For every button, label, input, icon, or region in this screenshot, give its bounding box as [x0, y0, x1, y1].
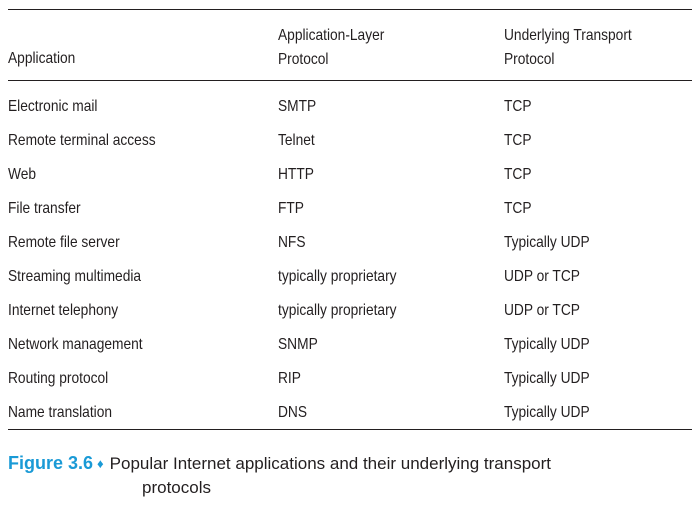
table-bottom-rule: [8, 429, 692, 430]
cell-application: Streaming multimedia: [8, 268, 142, 285]
cell-application: Routing protocol: [8, 370, 109, 387]
cell-protocol: DNS: [278, 404, 308, 421]
caption-text-line2: protocols: [142, 478, 211, 497]
cell-application: Internet telephony: [8, 302, 119, 319]
cell-application: Web: [8, 166, 37, 183]
cell-application: Network management: [8, 336, 143, 353]
cell-protocol: typically proprietary: [278, 268, 397, 285]
cell-protocol: HTTP: [278, 166, 314, 183]
cell-transport: Typically UDP: [504, 336, 590, 353]
cell-protocol: SMTP: [278, 98, 317, 115]
diamond-icon: ♦: [97, 456, 104, 471]
table-top-rule: [8, 9, 692, 10]
cell-protocol: Telnet: [278, 132, 315, 149]
cell-application: Remote file server: [8, 234, 120, 251]
cell-transport: Typically UDP: [504, 370, 590, 387]
cell-application: Name translation: [8, 404, 113, 421]
cell-protocol: SNMP: [278, 336, 318, 353]
header-transport-line2: Protocol: [504, 51, 555, 68]
cell-protocol: FTP: [278, 200, 304, 217]
cell-application: Remote terminal access: [8, 132, 156, 149]
cell-transport: UDP or TCP: [504, 302, 580, 319]
cell-transport: Typically UDP: [504, 234, 590, 251]
table-header-rule: [8, 80, 692, 81]
cell-protocol: typically proprietary: [278, 302, 397, 319]
cell-transport: TCP: [504, 98, 532, 115]
cell-transport: TCP: [504, 132, 532, 149]
header-protocol-line2: Protocol: [278, 51, 329, 68]
header-application: Application: [8, 50, 76, 67]
header-protocol-line1: Application-Layer: [278, 27, 385, 44]
cell-transport: TCP: [504, 166, 532, 183]
cell-application: File transfer: [8, 200, 81, 217]
caption-text-line1: Popular Internet applications and their …: [109, 454, 551, 473]
cell-application: Electronic mail: [8, 98, 98, 115]
figure-caption: Figure 3.6♦ Popular Internet applications…: [8, 451, 688, 500]
cell-protocol: RIP: [278, 370, 301, 387]
cell-transport: UDP or TCP: [504, 268, 580, 285]
cell-transport: TCP: [504, 200, 532, 217]
cell-protocol: NFS: [278, 234, 306, 251]
header-transport-line1: Underlying Transport: [504, 27, 632, 44]
cell-transport: Typically UDP: [504, 404, 590, 421]
figure-label: Figure 3.6: [8, 453, 94, 473]
